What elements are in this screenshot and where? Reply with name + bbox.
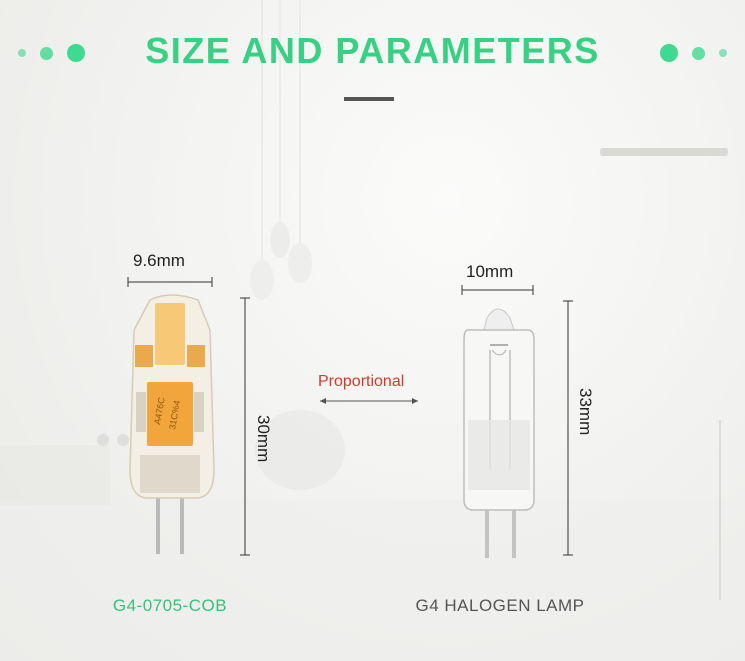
dot-medium: [40, 46, 53, 60]
led-height-label: 30mm: [254, 415, 273, 463]
halogen-width-label: 10mm: [466, 262, 514, 281]
dot-small: [18, 49, 26, 57]
title-underline: [344, 97, 394, 101]
chip-text-1: A476C: [152, 396, 167, 425]
dot-large: [67, 44, 85, 62]
decorative-dots-left: [18, 44, 85, 62]
dot-large: [660, 44, 678, 62]
dot-medium: [692, 46, 705, 60]
page-title: SIZE AND PARAMETERS: [145, 30, 600, 71]
halogen-lamp-caption: G4 HALOGEN LAMP: [415, 596, 585, 615]
proportional-label: Proportional: [318, 373, 405, 390]
dot-small: [719, 49, 727, 57]
led-width-label: 9.6mm: [133, 251, 185, 270]
halogen-height-label: 33mm: [576, 388, 595, 436]
led-lamp-caption: G4-0705-COB: [112, 596, 228, 615]
decorative-dots-right: [660, 44, 727, 62]
